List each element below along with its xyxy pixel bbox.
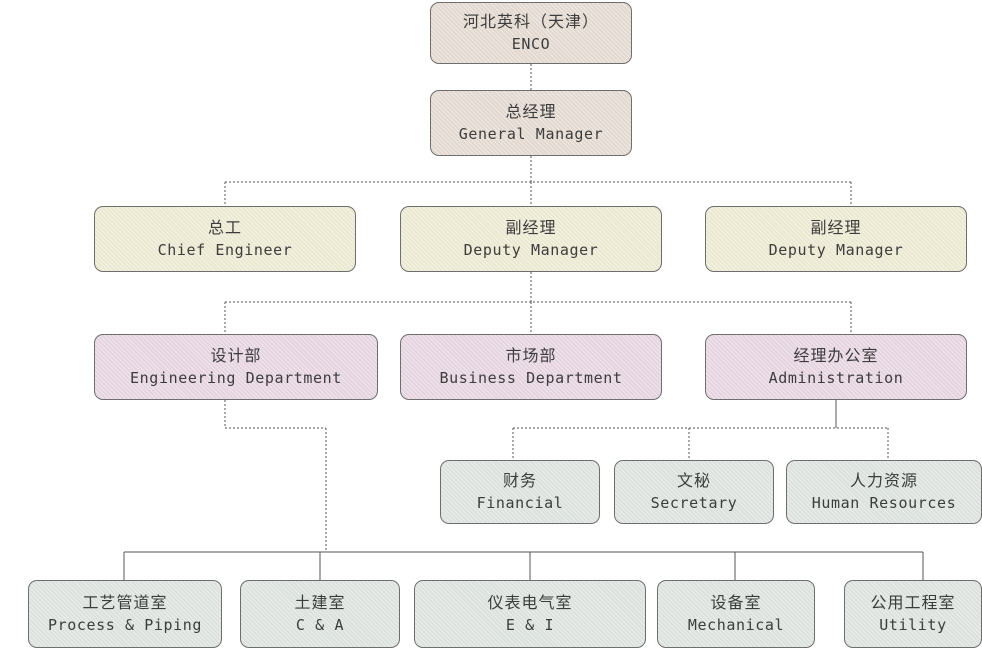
node-business-department-zh: 市场部 <box>505 346 557 365</box>
node-c-and-a: 土建室 C & A <box>240 580 400 648</box>
node-process-piping: 工艺管道室 Process & Piping <box>28 580 222 648</box>
node-human-resources: 人力资源 Human Resources <box>786 460 982 524</box>
node-deputy-manager-2-en: Deputy Manager <box>768 241 904 259</box>
node-process-piping-en: Process & Piping <box>47 616 203 634</box>
node-enco: 河北英科（天津） ENCO <box>430 2 632 64</box>
node-financial: 财务 Financial <box>440 460 600 524</box>
node-deputy-manager-1-zh: 副经理 <box>505 218 557 237</box>
node-financial-zh: 财务 <box>502 471 537 490</box>
node-administration: 经理办公室 Administration <box>705 334 967 400</box>
node-human-resources-en: Human Resources <box>811 494 957 512</box>
node-c-and-a-zh: 土建室 <box>294 593 346 612</box>
node-chief-engineer: 总工 Chief Engineer <box>94 206 356 272</box>
node-chief-engineer-en: Chief Engineer <box>157 241 293 259</box>
node-mechanical-zh: 设备室 <box>710 593 762 612</box>
node-mechanical-en: Mechanical <box>687 616 785 634</box>
node-human-resources-zh: 人力资源 <box>849 471 918 490</box>
node-utility-en: Utility <box>879 616 947 634</box>
node-e-and-i: 仪表电气室 E & I <box>414 580 646 648</box>
node-utility: 公用工程室 Utility <box>844 580 982 648</box>
node-secretary-zh: 文秘 <box>676 471 711 490</box>
node-chief-engineer-zh: 总工 <box>207 218 242 237</box>
node-deputy-manager-2-zh: 副经理 <box>810 218 862 237</box>
node-utility-zh: 公用工程室 <box>870 593 956 612</box>
node-engineering-department: 设计部 Engineering Department <box>94 334 378 400</box>
node-deputy-manager-1: 副经理 Deputy Manager <box>400 206 662 272</box>
node-general-manager-en: General Manager <box>458 125 604 143</box>
node-secretary-en: Secretary <box>650 494 738 512</box>
node-c-and-a-en: C & A <box>295 616 345 634</box>
node-deputy-manager-1-en: Deputy Manager <box>463 241 599 259</box>
node-financial-en: Financial <box>476 494 564 512</box>
node-enco-en: ENCO <box>511 35 551 53</box>
node-process-piping-zh: 工艺管道室 <box>82 593 168 612</box>
node-enco-zh: 河北英科（天津） <box>462 12 599 31</box>
node-e-and-i-zh: 仪表电气室 <box>487 593 573 612</box>
node-business-department-en: Business Department <box>439 369 623 387</box>
node-engineering-department-zh: 设计部 <box>210 346 262 365</box>
node-engineering-department-en: Engineering Department <box>130 369 342 387</box>
node-general-manager-zh: 总经理 <box>505 102 557 121</box>
node-mechanical: 设备室 Mechanical <box>657 580 815 648</box>
node-general-manager: 总经理 General Manager <box>430 90 632 156</box>
node-e-and-i-en: E & I <box>505 616 555 634</box>
node-administration-en: Administration <box>768 369 904 387</box>
node-deputy-manager-2: 副经理 Deputy Manager <box>705 206 967 272</box>
node-business-department: 市场部 Business Department <box>400 334 662 400</box>
node-secretary: 文秘 Secretary <box>614 460 774 524</box>
node-administration-zh: 经理办公室 <box>793 346 879 365</box>
